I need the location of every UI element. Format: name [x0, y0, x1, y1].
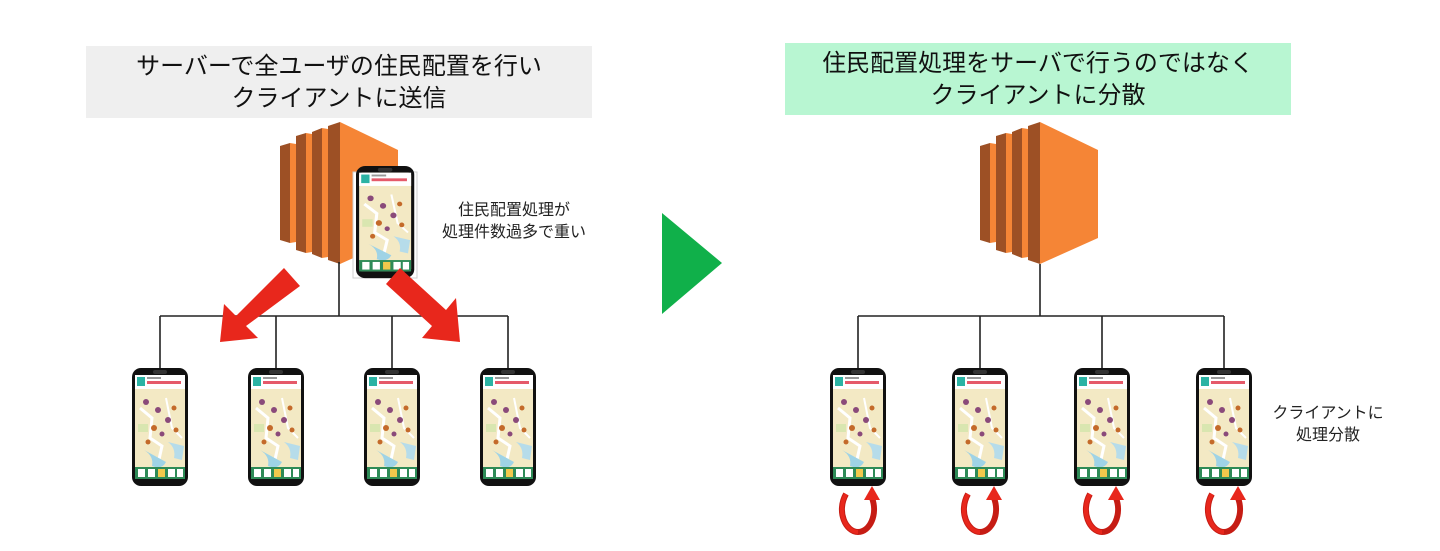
right-smartphone-icon-3 — [1072, 366, 1132, 488]
left-note-line-2: 処理件数過多で重い — [441, 222, 586, 241]
cycle-arrow-icon-4 — [1208, 486, 1246, 532]
left-title-line-1: サーバーで全ユーザの住民配置を行い — [136, 52, 542, 80]
cycle-arrow-icon-1 — [842, 486, 880, 532]
left-smartphone-icon-4 — [478, 366, 538, 488]
left-title: サーバーで全ユーザの住民配置を行い クライアントに送信 — [86, 46, 592, 118]
right-note: クライアントに 処理分散 — [1258, 402, 1398, 446]
left-title-line-2: クライアントに送信 — [231, 84, 447, 112]
left-red-arrow-icon — [220, 268, 300, 342]
right-note-line-1: クライアントに — [1272, 403, 1384, 422]
right-smartphone-icon-4 — [1194, 366, 1254, 488]
right-smartphone-icon-1 — [828, 366, 888, 488]
right-title-line-1: 住民配置処理をサーバで行うのではなく — [822, 49, 1254, 77]
right-server-icon — [980, 122, 1098, 264]
right-note-line-2: 処理分散 — [1295, 425, 1360, 444]
cycle-arrow-icon-2 — [964, 486, 1002, 532]
right-title-line-2: クライアントに分散 — [930, 81, 1146, 109]
right-smartphone-icon-2 — [950, 366, 1010, 488]
right-network-lines — [857, 264, 1225, 368]
cycle-arrow-icon-3 — [1086, 486, 1124, 532]
right-title: 住民配置処理をサーバで行うのではなく クライアントに分散 — [785, 43, 1291, 115]
left-note-line-1: 住民配置処理が — [457, 200, 570, 219]
left-smartphone-icon-2 — [246, 366, 306, 488]
left-app-screenshot-icon — [352, 164, 418, 280]
right-red-arrow-icon — [386, 268, 460, 342]
left-smartphone-icon-3 — [362, 366, 422, 488]
left-note: 住民配置処理が 処理件数過多で重い — [424, 199, 604, 243]
play-triangle-icon — [662, 213, 722, 314]
left-smartphone-icon-1 — [130, 366, 190, 488]
